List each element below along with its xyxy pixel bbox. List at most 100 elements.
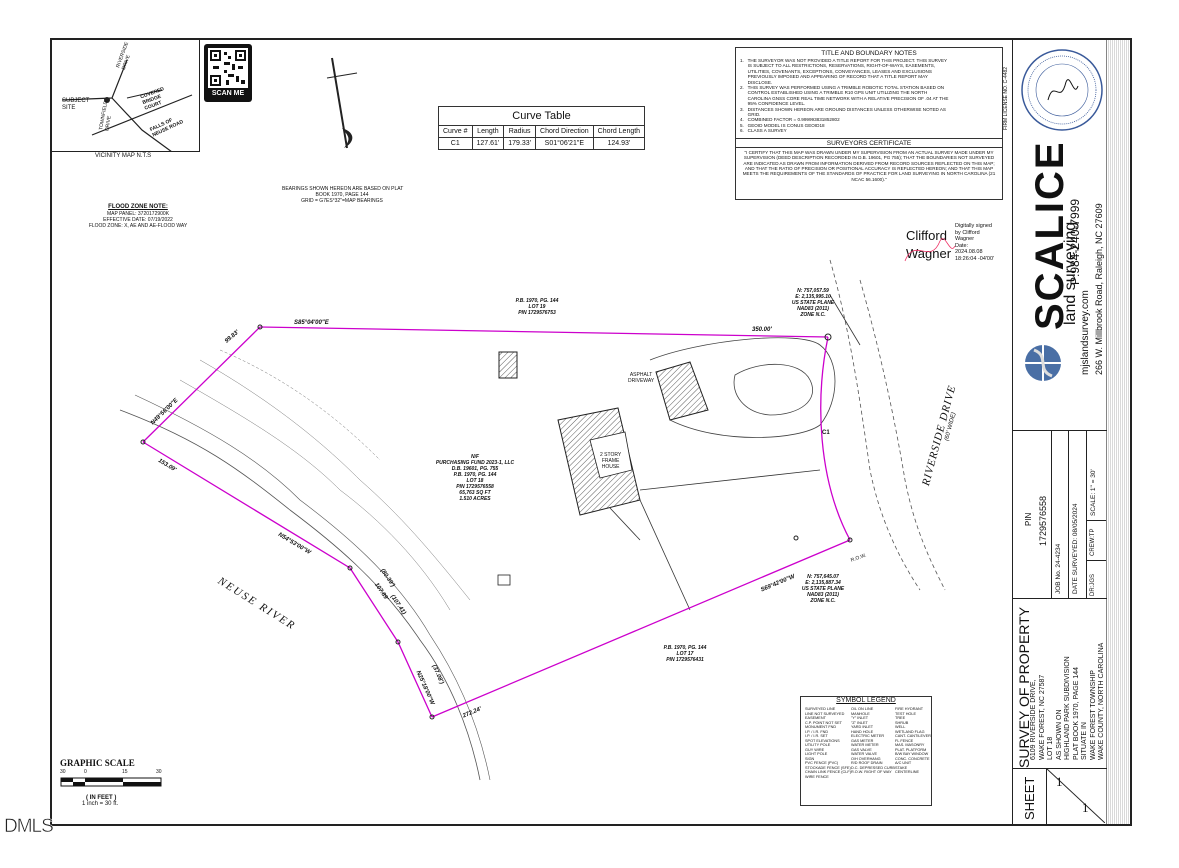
signature-name-1: Clifford xyxy=(906,228,947,243)
bearing-top: S85°04'00"E xyxy=(294,320,329,326)
owner-line: D.B. 19601, PG. 755 xyxy=(451,466,499,472)
coord-se-line: E: 2,135,887.34 xyxy=(805,580,841,586)
legend-title: SYMBOL LEGEND xyxy=(836,697,896,704)
coord-ne-line: ZONE N.C. xyxy=(800,312,826,318)
notes-item: CONTROL ESTABLISHED USING A TRIMBLE R10 … xyxy=(740,90,928,96)
pin-label: PIN xyxy=(1024,512,1033,526)
scale-tick-3: 30 xyxy=(156,769,162,775)
graphic-scale-ticks: 30 0 15 30 xyxy=(60,768,170,776)
cert-title: SURVEYORS CERTIFICATE xyxy=(736,137,1002,148)
notes-item: IS SUBJECT TO ALL RESTRICTIONS, RESERVAT… xyxy=(740,63,936,69)
notes-item: 95% CONFIDENCE LEVEL. xyxy=(740,101,806,107)
legend-item: SHRUB xyxy=(895,720,909,725)
owner-line: N/F xyxy=(470,454,480,460)
legend-item: CONC. CONCRETE xyxy=(895,756,930,761)
notes-item: 3. DISTANCES SHOWN HEREON ARE GROUND DIS… xyxy=(740,106,946,112)
scale-label: SCALE: 1" = 30' xyxy=(1090,469,1097,516)
bearings-note: BEARINGS SHOWN HEREON ARE BASED ON PLAT … xyxy=(282,186,404,204)
curve-label-c1: C1 xyxy=(822,430,830,436)
legend-item: WATER VALVE xyxy=(851,752,878,756)
legend-item: STAKE xyxy=(895,765,908,770)
survey-sub-line: 6109 RIVERSIDE DRIVE, xyxy=(1030,679,1037,760)
legend-item: ELECTRIC METER xyxy=(851,734,885,738)
distance-top: 350.00' xyxy=(752,327,772,333)
legend-item: GAS VALVE xyxy=(851,747,872,752)
owner-line: P.B. 1970, PG. 144 xyxy=(453,472,497,478)
legend-item: WATER METER xyxy=(851,743,879,747)
legend-item: SPOT ELEVATIONS xyxy=(805,738,840,743)
notes-item: GRID. xyxy=(740,112,761,118)
coord-se-line: ZONE N.C. xyxy=(810,598,836,604)
legend-item: WETLAND FLAG xyxy=(895,729,925,734)
legend-item: STOCKADE FENCE (SFE) xyxy=(805,765,851,770)
legend-item: B/W BAY WINDOW xyxy=(895,752,929,756)
survey-sub-line: AS SHOWN ON xyxy=(1055,709,1063,760)
legend-item: I.P. / I.R. SET xyxy=(805,734,828,738)
curve-cell-radius: 179.33' xyxy=(503,137,537,150)
tb-sheet-divider xyxy=(1046,768,1047,824)
north-lot-line: PIN 1729576753 xyxy=(518,310,556,316)
survey-sub-line: LOT 18 xyxy=(1047,736,1054,760)
coord-se-line: N: 757,645.07 xyxy=(807,574,839,580)
legend-item: LINE NOT SURVEYED xyxy=(805,711,845,716)
legend-item: CHAIN LINK FENCE (CLF) xyxy=(805,770,851,774)
legend-item: EASEMENT xyxy=(805,716,826,720)
legend-item: MONUMENT FND xyxy=(805,725,837,729)
graphic-scale-ratio: 1 inch = 30 ft. xyxy=(82,801,119,807)
vicinity-subject-label: SUBJECT SITE xyxy=(62,98,90,111)
signature-digital-stamp: Digitally signed by Clifford Wagner Date… xyxy=(955,223,995,262)
signature-scribble-icon xyxy=(904,238,956,262)
notes-item: 5. GEOID MODEL IS CONUS GEOID18 xyxy=(740,122,825,128)
cert-text: "I CERTIFY THAT THIS MAP WAS DRAWN UNDER… xyxy=(742,149,996,182)
fine-print-strip xyxy=(1106,40,1130,824)
legend-item: HAND HOLE xyxy=(851,729,874,734)
sheet-diagonal-icon xyxy=(1047,769,1105,823)
coord-se-line: NAD83 (2011) xyxy=(807,592,839,598)
tb-divider-3 xyxy=(1086,430,1087,598)
notes-title: TITLE AND BOUNDARY NOTES xyxy=(821,50,917,57)
owner-line: 1.510 ACRES xyxy=(459,496,491,502)
notes-item: UTILITIES, COVENANTS, EXCEPTIONS, CONVEY… xyxy=(740,68,932,74)
graphic-scale-bar xyxy=(60,777,162,787)
sheet-total: 1 xyxy=(1082,800,1089,815)
firm-license: FIRM LICENSE NO. C-4482 xyxy=(1003,66,1009,130)
legend-item: MANHOLE xyxy=(851,711,870,716)
coord-ne-line: E: 2,135,995.10 xyxy=(795,294,831,300)
notes-item: DISCLOSE. xyxy=(740,79,773,85)
curve-cell-length: 127.61' xyxy=(471,137,505,150)
notes-item: 2. THIS SURVEY WAS PERFORMED USING A TRI… xyxy=(740,85,945,91)
notes-item: PREVIOUSLY IMPOSED AND APPEARING OF RECO… xyxy=(740,74,928,80)
legend-item: GAS METER xyxy=(851,738,874,743)
survey-sub-line: WAKE FOREST, NC 27587 xyxy=(1038,674,1046,760)
notes-item: CAROLINA GNSS CORE REAL TIME NETWORK WIT… xyxy=(740,95,949,101)
flood-line-1: MAP PANEL: 3720172900K xyxy=(106,211,170,217)
qr-label: SCAN ME xyxy=(211,90,245,97)
notes-list: 1. THE SURVEYOR WAS NOT PROVIDED A TITLE… xyxy=(736,58,1002,134)
qr-code[interactable]: SCAN ME xyxy=(204,44,252,102)
legend-item: GUY WIRE xyxy=(805,747,825,752)
coord-ne-line: US STATE PLANE xyxy=(791,300,835,306)
legend-item: MAS. MASONRY xyxy=(895,743,925,747)
south-lot-line: P.B. 1970, PG. 144 xyxy=(663,645,707,651)
house-label: 2 STORY FRAME HOUSE xyxy=(600,452,622,470)
survey-sheet-border xyxy=(50,38,1132,826)
tb-divider-1 xyxy=(1051,430,1052,598)
survey-sub-line: WAKE FOREST TOWNSHIP xyxy=(1089,670,1097,760)
owner-line: LOT 18 xyxy=(466,478,484,484)
north-lot-line: LOT 19 xyxy=(528,304,546,310)
legend-item: CANT. CANTILEVER xyxy=(895,734,931,738)
curve-cell-chord-length: 124.93' xyxy=(592,137,646,150)
vicinity-map-drawing xyxy=(61,59,193,153)
notes-item: 1. THE SURVEYOR WAS NOT PROVIDED A TITLE… xyxy=(740,58,948,63)
graphic-scale-title: GRAPHIC SCALE xyxy=(60,758,135,768)
north-lot-line: P.B. 1970, PG. 144 xyxy=(515,298,559,304)
curve-table: Curve Table Curve # Length Radius Chord … xyxy=(437,106,646,150)
drawn-label: DR:JGS xyxy=(1090,573,1096,596)
